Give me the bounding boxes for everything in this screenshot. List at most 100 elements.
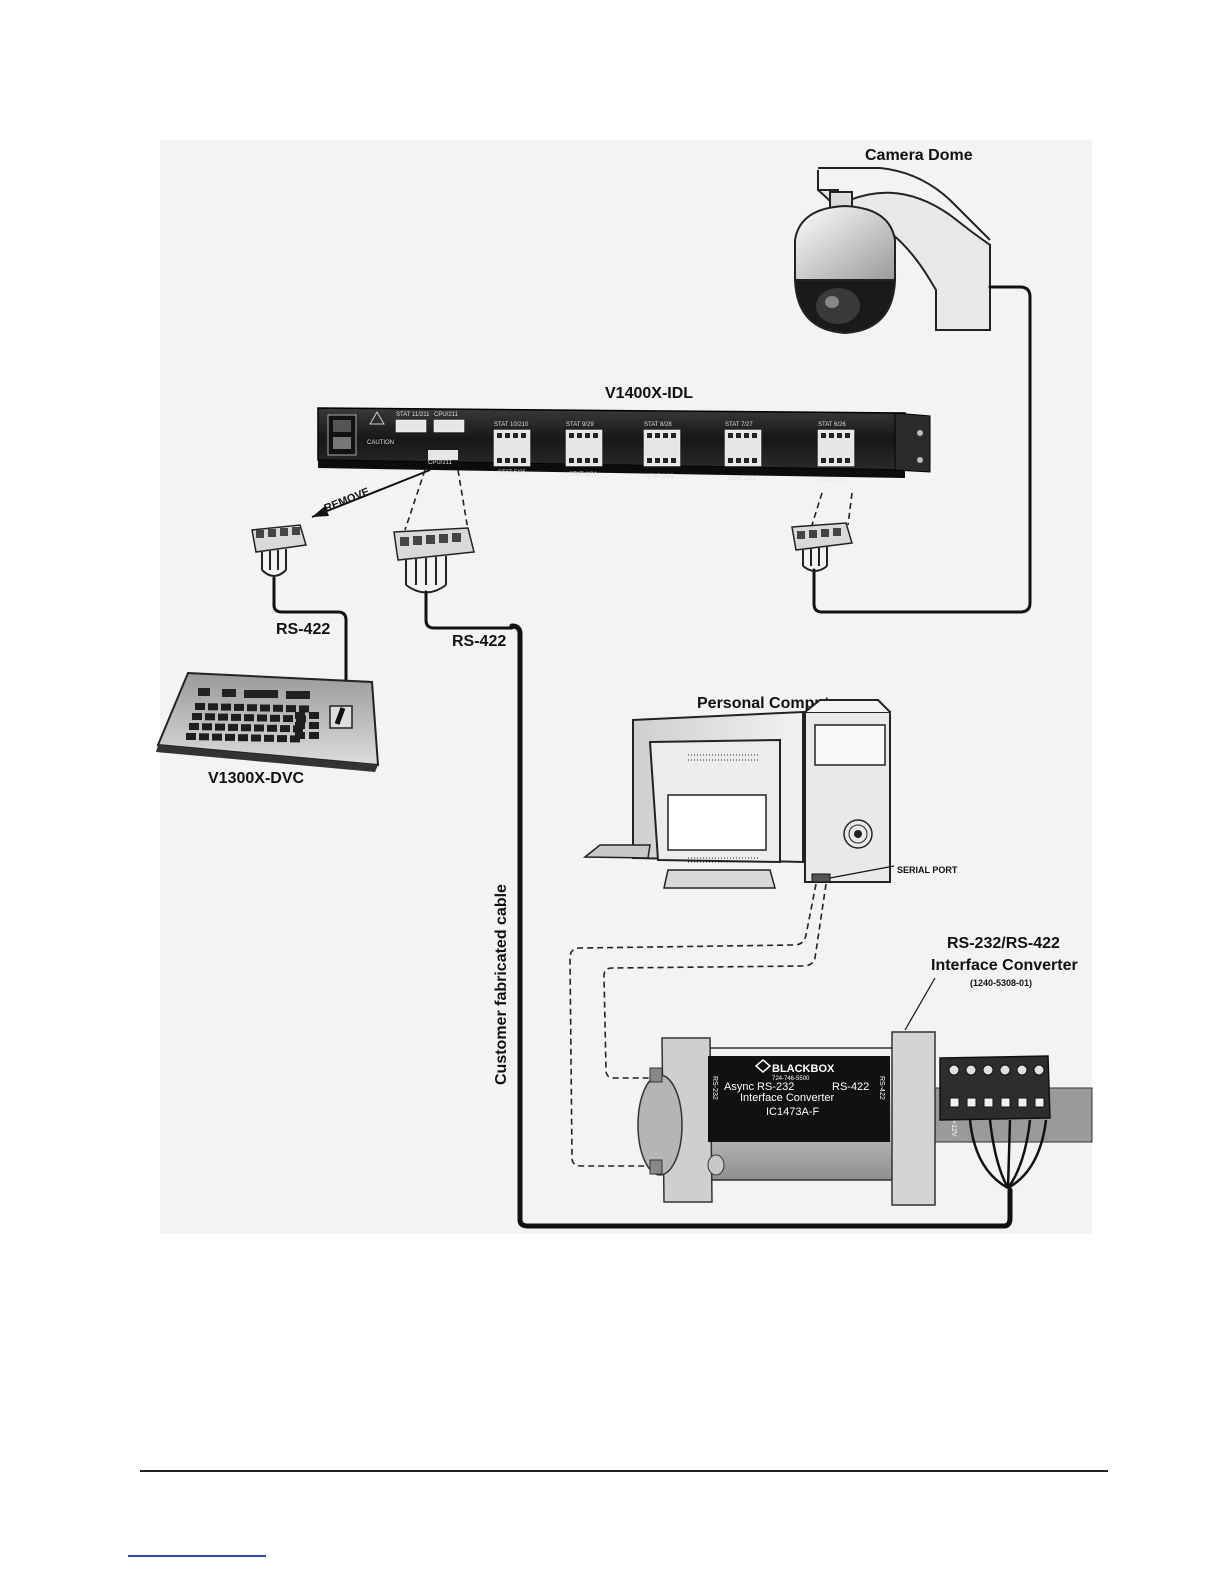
keyboard-key (189, 723, 199, 730)
keyboard-key (251, 734, 261, 742)
keyboard-key (208, 703, 218, 711)
terminal-screw (948, 1064, 960, 1076)
hub-port-pin (821, 433, 826, 438)
hub-port-label-bottom: STAT 1/21 (818, 478, 846, 484)
hub-port-pin (647, 433, 652, 438)
terminal-screw (1033, 1064, 1045, 1076)
keyboard-key (267, 724, 277, 732)
hub-port-pin (497, 458, 502, 463)
terminal-screw (1016, 1064, 1028, 1076)
camera-dome (793, 167, 991, 335)
hub-port-pin (728, 433, 733, 438)
hub-port-pin (569, 433, 574, 438)
keyboard-key (234, 703, 244, 711)
terminal-screw (982, 1064, 994, 1076)
hub-port-pin (728, 458, 733, 463)
keyboard-key (286, 705, 296, 713)
keyboard-keys (186, 703, 319, 743)
keyboard-controller (156, 671, 380, 772)
serial-port-leader (829, 865, 895, 879)
terminal-screws (948, 1064, 1045, 1108)
converter-leader (904, 977, 936, 1031)
hub-port-label-top: STAT 8/28 (644, 422, 672, 428)
hub-port-pin (663, 433, 668, 438)
keyboard-key (228, 723, 238, 731)
hub-port-pin (655, 433, 660, 438)
hub-port-pin (505, 433, 510, 438)
keyboard-key (195, 703, 205, 710)
converter-part-number: (1240-5308-01) (970, 978, 1032, 988)
remove-arrow-line (311, 469, 431, 518)
hub-port-label-bottom: STAT 2/22 (728, 476, 756, 482)
keyboard-key (309, 722, 319, 729)
hub-port-block (395, 419, 427, 433)
terminal-slot (983, 1097, 994, 1108)
converter-side-left: RS-232 (711, 1076, 718, 1100)
footer-link-underline[interactable] (128, 1555, 266, 1557)
hub-port-pin (593, 458, 598, 463)
hub-port-label-bottom: STAT 3/23 (646, 474, 674, 480)
serial-cable-dashed-a (569, 883, 817, 1167)
serial-port-label: SERIAL PORT (897, 865, 958, 875)
keyboard-key (309, 712, 319, 719)
keyboard-key (277, 735, 287, 743)
keyboard-key (238, 734, 248, 742)
hub-port-pin (585, 433, 590, 438)
serial-cable-dashed-b (603, 883, 827, 1079)
hub-port-label-top: CPU/211 (434, 412, 459, 418)
customer-fabricated-cable (509, 623, 1013, 1229)
hub-cpu-port-block (428, 450, 458, 460)
keyboard-key (241, 724, 251, 732)
hub-port-pin (736, 458, 741, 463)
converter-face-model: IC1473A-F (766, 1106, 819, 1118)
terminal-screw (965, 1064, 977, 1076)
rs422-hub-label: RS-422 (452, 633, 506, 650)
terminal-connector-left (251, 524, 307, 577)
keyboard-key (218, 713, 228, 721)
keyboard-key (270, 714, 280, 722)
keyboard-key (247, 704, 257, 712)
hub-port-pin (497, 433, 502, 438)
hub-port-pin (829, 433, 834, 438)
converter-face-line2: Interface Converter (740, 1092, 834, 1104)
personal-computer (582, 699, 891, 889)
hub-port-pin (513, 458, 518, 463)
keyboard-key (199, 733, 209, 741)
hub-port-pin (845, 458, 850, 463)
hub-port-label-bottom: STAT 4/24 (569, 472, 597, 478)
terminal-slot (1000, 1097, 1011, 1108)
hub-model-label: V1400X-IDL (605, 385, 693, 402)
keyboard-key (202, 723, 212, 731)
hub-cpu-dashed-right (457, 469, 469, 531)
hub-port-pin (837, 458, 842, 463)
hub-port-pin (569, 458, 574, 463)
keyboard-key (212, 733, 222, 741)
converter-title-line2: Interface Converter (931, 957, 1078, 974)
keyboard-key (225, 733, 235, 741)
keyboard-key (215, 723, 225, 731)
keyboard-model-label: V1300X-DVC (208, 770, 304, 787)
hub-port-pin (505, 458, 510, 463)
converter-brand: BLACKBOX (772, 1063, 835, 1075)
keyboard-key (264, 734, 274, 742)
keyboard-key (186, 733, 196, 740)
hub-port-pin (577, 458, 582, 463)
hub-port-pin (752, 458, 757, 463)
hub-port-pin (577, 433, 582, 438)
hub-port-pin (671, 458, 676, 463)
personal-computer-label: Personal Computer (697, 695, 845, 712)
keyboard-key (295, 712, 305, 719)
terminal-slot (1034, 1097, 1045, 1108)
keyboard-key (299, 705, 309, 713)
converter-title-line1: RS-232/RS-422 (947, 935, 1060, 952)
keyboard-key (257, 714, 267, 722)
hub-port-pin (647, 458, 652, 463)
terminal-connector-right (791, 522, 853, 572)
camera-dome-label: Camera Dome (865, 147, 973, 164)
hub-port-pin (655, 458, 660, 463)
hub-cpu-dashed-left (404, 469, 426, 531)
terminal-slot (949, 1097, 960, 1108)
converter-phone: 724-746-5500 (772, 1076, 810, 1082)
footer-rule (140, 1470, 1108, 1472)
